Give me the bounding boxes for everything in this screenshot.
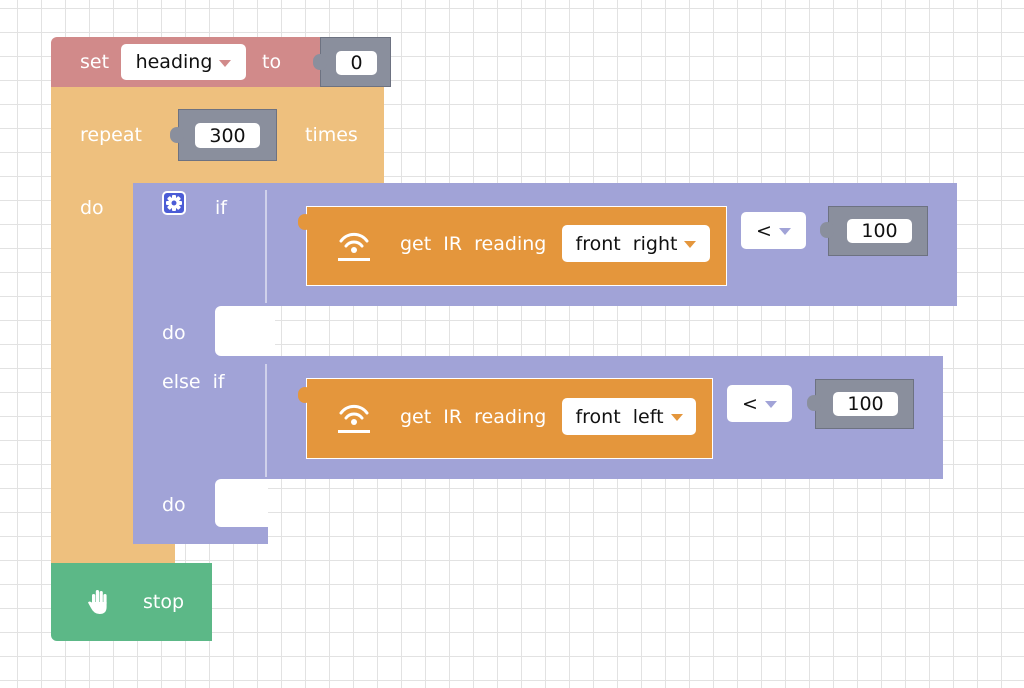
stop-block[interactable] — [51, 563, 212, 641]
variable-dropdown[interactable]: heading — [121, 44, 246, 80]
threshold-connector — [807, 395, 821, 411]
else-if-input-divider — [265, 364, 267, 477]
else-if-do-slot[interactable] — [215, 479, 268, 527]
set-value-connector — [313, 54, 327, 70]
operator-dropdown[interactable]: < — [741, 212, 806, 249]
threshold-value: 100 — [847, 393, 884, 415]
if-do-slot[interactable] — [215, 306, 275, 356]
gear-icon[interactable] — [162, 191, 186, 215]
times-label: times — [305, 124, 358, 146]
if-do-label: do — [162, 322, 186, 344]
repeat-count-field[interactable]: 300 — [195, 123, 260, 148]
repeat-label: repeat — [80, 124, 142, 146]
sensor-dropdown-front-left[interactable]: front left — [562, 398, 696, 435]
operator-symbol: < — [756, 219, 772, 242]
operator-symbol: < — [742, 392, 758, 415]
ir-reading-connector — [298, 214, 312, 230]
ir-reading-connector — [298, 387, 312, 403]
chevron-down-icon — [670, 414, 683, 421]
sensor-name: front right — [575, 232, 678, 255]
threshold-field[interactable]: 100 — [833, 392, 898, 416]
repeat-do-label: do — [80, 197, 104, 219]
to-label: to — [262, 51, 282, 73]
variable-name: heading — [135, 51, 213, 73]
chevron-down-icon — [219, 59, 232, 67]
stop-label: stop — [143, 591, 185, 613]
threshold-connector — [820, 222, 834, 238]
hand-icon — [88, 590, 107, 614]
if-block-bottom-arm — [133, 527, 268, 544]
wifi-sensor-icon — [338, 232, 370, 261]
threshold-value: 100 — [861, 220, 898, 242]
chevron-down-icon — [684, 241, 697, 248]
wifi-sensor-icon — [338, 404, 370, 433]
repeat-block-bottom — [51, 540, 175, 563]
sensor-name: front left — [575, 405, 664, 428]
repeat-count-text: 300 — [209, 124, 246, 147]
if-input-divider — [265, 190, 267, 303]
get-ir-label: get IR reading — [400, 406, 547, 428]
threshold-field[interactable]: 100 — [847, 219, 912, 243]
if-label: if — [215, 197, 227, 219]
else-if-label: else if — [162, 371, 225, 393]
set-label: set — [80, 51, 110, 73]
sensor-dropdown-front-right[interactable]: front right — [562, 225, 710, 262]
operator-dropdown[interactable]: < — [727, 385, 792, 422]
repeat-block-spine — [51, 183, 133, 563]
set-value-text: 0 — [350, 52, 363, 74]
get-ir-label: get IR reading — [400, 233, 547, 255]
repeat-count-connector — [170, 127, 184, 143]
chevron-down-icon — [778, 228, 791, 235]
chevron-down-icon — [764, 401, 777, 408]
set-value-field[interactable]: 0 — [336, 51, 377, 75]
else-if-do-label: do — [162, 494, 186, 516]
